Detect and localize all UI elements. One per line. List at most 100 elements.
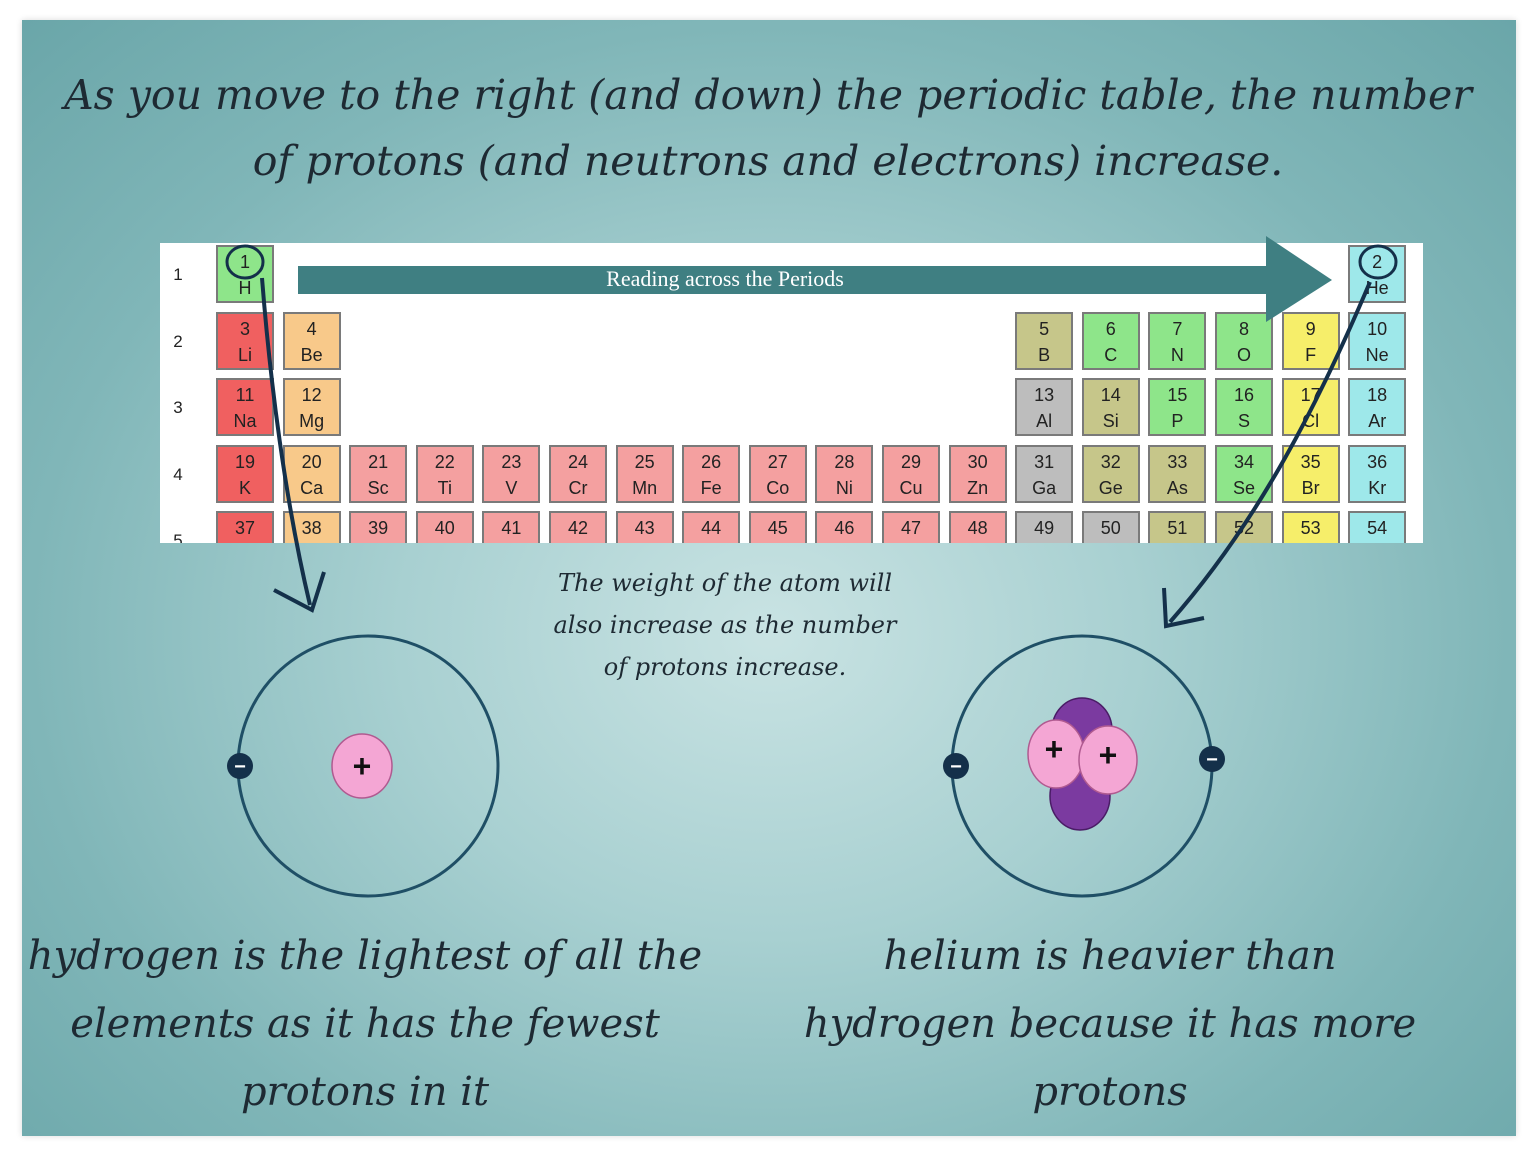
element-symbol: O	[1236, 344, 1251, 365]
atomic-number: 20	[301, 451, 322, 472]
atomic-number: 3	[239, 318, 250, 339]
element-cell: 50	[1081, 511, 1140, 543]
period-label: 3	[173, 398, 183, 417]
element-symbol: Ti	[437, 477, 452, 498]
atomic-number: 53	[1300, 518, 1321, 538]
atomic-number: 11	[235, 385, 255, 405]
element-symbol: S	[1237, 411, 1250, 431]
element-cell: 47	[882, 511, 940, 543]
element-cell: 48	[948, 511, 1007, 543]
atomic-number: 1	[239, 252, 250, 272]
atomic-number: 46	[834, 518, 855, 538]
element-cell: 37	[216, 511, 274, 543]
electron-minus-label: −	[950, 756, 962, 778]
atomic-number: 15	[1167, 385, 1188, 405]
proton	[331, 733, 393, 799]
element-symbol: Kr	[1368, 477, 1387, 498]
element-cell: 51	[1148, 511, 1207, 543]
element-symbol: Na	[233, 411, 257, 431]
atomic-number: 50	[1100, 518, 1121, 538]
reading-arrow	[298, 236, 1332, 322]
hydrogen-pointer-arrow	[260, 277, 312, 606]
element-symbol: P	[1171, 411, 1184, 431]
element-cell: 53	[1281, 511, 1340, 543]
atomic-number: 36	[1367, 451, 1388, 472]
proton-plus-label: +	[353, 748, 372, 784]
atomic-number: 19	[234, 451, 256, 472]
period-label: 5	[173, 531, 183, 543]
atomic-number: 47	[900, 518, 922, 538]
atomic-number: 51	[1167, 518, 1188, 538]
element-cell: 40	[415, 511, 474, 543]
element-symbol: Ni	[835, 477, 853, 498]
atomic-number: 41	[501, 518, 522, 538]
atomic-number: 43	[634, 518, 655, 538]
period-label: 2	[173, 331, 183, 351]
atomic-number: 27	[767, 451, 788, 472]
element-symbol: V	[505, 477, 518, 498]
atomic-number: 16	[1233, 385, 1255, 405]
atomic-number: 4	[306, 318, 317, 339]
element-symbol: Ne	[1365, 344, 1389, 365]
helium-highlight-circle	[1358, 244, 1398, 280]
element-symbol: H	[238, 278, 252, 298]
element-symbol: Si	[1102, 411, 1119, 431]
element-symbol: N	[1170, 344, 1184, 365]
helium-pointer-arrow	[1168, 281, 1372, 624]
atomic-number: 5	[1039, 318, 1050, 339]
element-symbol: Mn	[632, 477, 658, 498]
element-symbol: F	[1305, 344, 1317, 365]
element-symbol: Ge	[1098, 477, 1123, 498]
atomic-number: 8	[1238, 318, 1249, 339]
element-cell: 54	[1348, 511, 1407, 543]
electron	[1199, 746, 1225, 772]
element-symbol: Ar	[1368, 411, 1387, 431]
atomic-number: 37	[234, 518, 256, 538]
atomic-number: 2	[1372, 252, 1383, 272]
element-symbol: Co	[766, 477, 790, 498]
element-symbol: As	[1166, 477, 1188, 498]
helium-caption: helium is heavier than hydrogen because …	[803, 933, 1417, 1115]
element-cell: 41	[482, 511, 541, 543]
element-symbol: Se	[1232, 477, 1256, 498]
atomic-number: 35	[1300, 451, 1321, 472]
atomic-number: 39	[368, 518, 389, 538]
atomic-number: 34	[1233, 451, 1255, 472]
element-cell: 49	[1015, 511, 1074, 543]
atomic-number: 33	[1167, 451, 1188, 472]
atomic-number: 31	[1034, 451, 1055, 472]
element-symbol: K	[238, 477, 251, 498]
element-symbol: Br	[1301, 477, 1320, 498]
atomic-number: 38	[301, 518, 322, 538]
atomic-number: 21	[368, 451, 389, 472]
atomic-number: 23	[501, 451, 522, 472]
atomic-number: 44	[701, 518, 722, 538]
atomic-number: 42	[567, 518, 589, 538]
proton	[1078, 725, 1138, 795]
period-label: 1	[173, 265, 183, 284]
proton-plus-label: +	[1045, 731, 1064, 767]
atomic-number: 54	[1367, 518, 1388, 538]
element-symbol: Al	[1036, 411, 1053, 431]
atomic-number: 49	[1034, 518, 1055, 538]
atomic-number: 25	[634, 451, 655, 472]
element-symbol: Be	[300, 344, 323, 365]
